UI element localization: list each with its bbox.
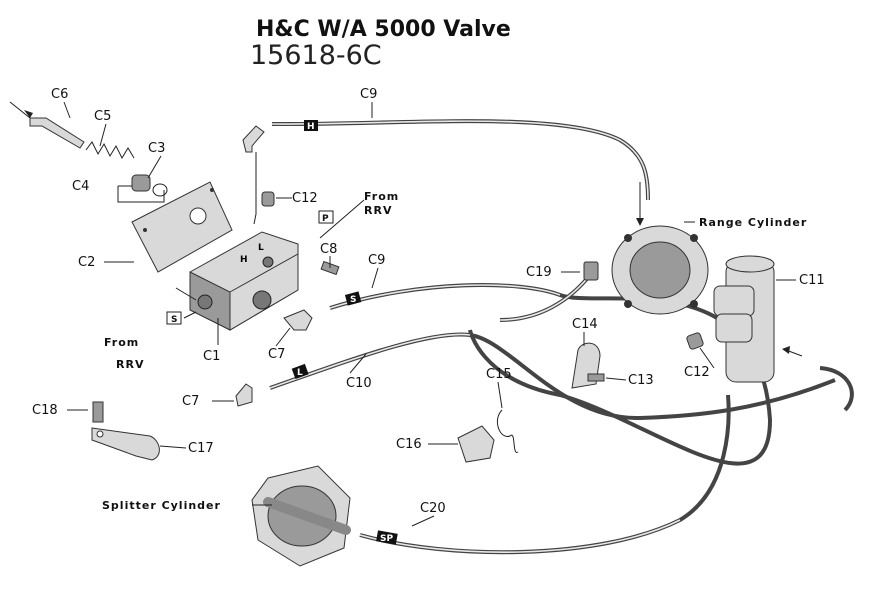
tube-c20-sp-line xyxy=(359,394,731,555)
from-rrv-left-line1: From xyxy=(104,336,139,349)
label-c15: C15 xyxy=(486,367,512,382)
tube-c9-s-line xyxy=(329,283,773,466)
tag-sp: SP xyxy=(376,530,398,545)
tag-p: P xyxy=(318,210,334,224)
label-c12-top: C12 xyxy=(292,191,318,206)
svg-text:L: L xyxy=(297,368,303,378)
label-c7-upper: C7 xyxy=(268,347,285,362)
label-c18: C18 xyxy=(32,403,58,418)
from-rrv-top-line1: From xyxy=(364,190,399,203)
label-c17: C17 xyxy=(188,441,214,456)
part-c19-fitting xyxy=(583,261,599,281)
leader-lines xyxy=(63,101,803,527)
from-rrv-top-line2: RRV xyxy=(364,204,392,217)
tube-range-right xyxy=(819,366,854,412)
part-c13-screw xyxy=(587,373,605,382)
part-c18-bolt xyxy=(92,401,104,423)
svg-text:H: H xyxy=(307,122,315,132)
label-c16: C16 xyxy=(396,437,422,452)
label-c6: C6 xyxy=(51,87,68,102)
tag-h: H xyxy=(304,120,318,132)
part-c12-fitting-right xyxy=(686,332,704,350)
part-c6-plunger xyxy=(9,101,85,149)
from-rrv-left-line2: RRV xyxy=(116,358,144,371)
tube-c10-l-line xyxy=(269,332,836,421)
part-c15-clip xyxy=(497,409,519,453)
label-c12-right: C12 xyxy=(684,365,710,380)
label-c9-mid: C9 xyxy=(368,253,385,268)
range-cylinder-label: Range Cylinder xyxy=(699,216,807,229)
label-c20: C20 xyxy=(420,501,446,516)
port-l-label: L xyxy=(258,243,264,253)
label-c5: C5 xyxy=(94,109,111,124)
label-c19: C19 xyxy=(526,265,552,280)
label-c13: C13 xyxy=(628,373,654,388)
tube-c9-h-line xyxy=(271,119,650,201)
part-elbow-top xyxy=(242,125,265,153)
part-c5-spring xyxy=(85,141,135,160)
part-c11-body xyxy=(713,255,775,383)
port-h-label: H xyxy=(240,255,248,265)
part-c7-elbow-b xyxy=(235,383,253,407)
label-c8: C8 xyxy=(320,242,337,257)
label-c1: C1 xyxy=(203,349,220,364)
svg-text:P: P xyxy=(322,214,329,224)
tag-s-tube: S xyxy=(344,291,362,306)
label-c10: C10 xyxy=(346,376,372,391)
part-c17-bracket xyxy=(91,427,160,461)
part-range-cylinder xyxy=(611,225,709,315)
label-c11: C11 xyxy=(799,273,825,288)
part-c1-valve-body: H L xyxy=(189,231,299,331)
label-c14: C14 xyxy=(572,317,598,332)
svg-text:S: S xyxy=(350,295,356,305)
label-c9-top: C9 xyxy=(360,87,377,102)
svg-text:S: S xyxy=(171,315,177,325)
diagram-title: H&C W/A 5000 Valve xyxy=(256,17,511,42)
label-c4: C4 xyxy=(72,179,89,194)
tag-s-left: S xyxy=(166,311,182,325)
tag-l: L xyxy=(291,363,309,380)
part-c3-seat xyxy=(131,174,168,197)
part-c2-plate xyxy=(131,181,233,273)
label-c2: C2 xyxy=(78,255,95,270)
tube-c19 xyxy=(499,273,592,322)
svg-text:SP: SP xyxy=(380,534,393,544)
label-c3: C3 xyxy=(148,141,165,156)
part-c16-clamp xyxy=(457,425,495,463)
label-c7-lower: C7 xyxy=(182,394,199,409)
part-splitter-cylinder xyxy=(251,465,351,567)
part-c12-fitting-top xyxy=(261,191,275,207)
diagram-subtitle: 15618-6C xyxy=(250,40,382,71)
part-c7-elbow-a xyxy=(283,309,313,331)
splitter-cylinder-label: Splitter Cylinder xyxy=(102,499,221,512)
